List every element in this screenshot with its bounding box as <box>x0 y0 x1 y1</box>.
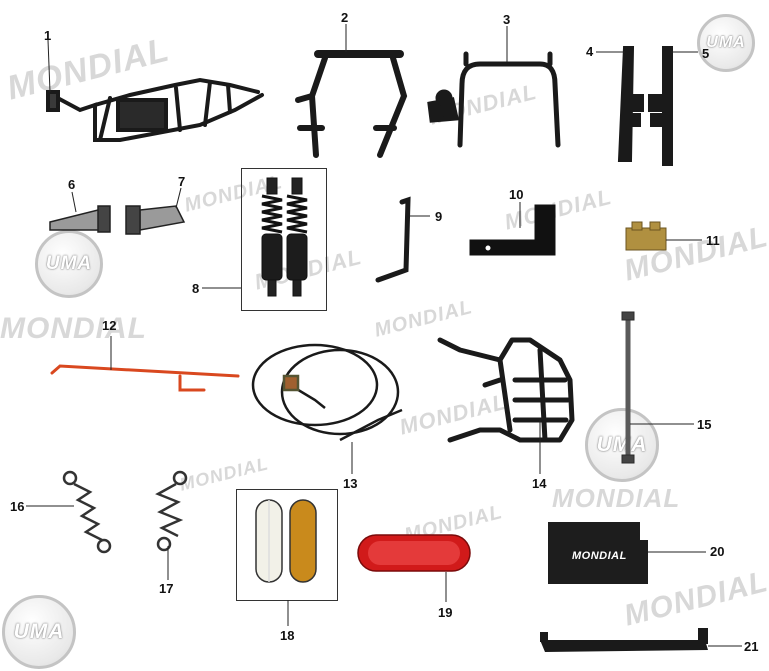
callout-19: 19 <box>438 605 453 620</box>
callout-2: 2 <box>341 10 349 25</box>
part-9-rod <box>375 196 411 283</box>
part-8-frame <box>241 168 327 311</box>
license-plate-brand: MONDIAL <box>572 550 627 562</box>
part-21-rail <box>540 628 708 652</box>
part-18-reflectors <box>255 499 317 583</box>
callout-17: 17 <box>159 581 174 596</box>
callout-4: 4 <box>586 44 594 59</box>
callout-13: 13 <box>343 476 358 491</box>
callout-15: 15 <box>697 417 712 432</box>
part-18-frame <box>236 489 338 601</box>
part-6-footrest <box>49 205 111 233</box>
callout-14: 14 <box>532 476 547 491</box>
callout-5: 5 <box>702 46 710 61</box>
callout-11: 11 <box>706 233 720 248</box>
uma-logo: UMA <box>697 14 755 72</box>
uma-logo: UMA <box>2 595 76 669</box>
part-4-bracket <box>617 46 644 162</box>
part-8-shocks <box>261 177 308 297</box>
part-14-rack <box>437 337 575 443</box>
part-13-cable <box>251 343 403 442</box>
uma-logo: UMA <box>35 230 103 298</box>
uma-logo: UMA <box>585 408 659 482</box>
callout-9: 9 <box>435 209 443 224</box>
part-19-tail-light <box>357 534 471 572</box>
watermark-mondial: MONDIAL <box>0 312 147 345</box>
part-17-spring <box>155 470 188 552</box>
callout-10: 10 <box>509 187 524 202</box>
part-5-bracket <box>648 46 673 166</box>
callout-16: 16 <box>10 499 25 514</box>
part-16-spring <box>62 470 112 554</box>
callout-8: 8 <box>192 281 200 296</box>
part-11-clip <box>625 221 667 251</box>
callout-6: 6 <box>68 177 76 192</box>
part-3-u-frame <box>427 51 561 148</box>
callout-7: 7 <box>178 174 186 189</box>
callout-12: 12 <box>102 318 117 333</box>
part-10-bracket <box>469 204 556 256</box>
part-2-center-stand <box>295 50 408 158</box>
callout-20: 20 <box>710 544 725 559</box>
callout-3: 3 <box>503 12 511 27</box>
part-1-frame-chassis <box>46 77 264 142</box>
callout-21: 21 <box>744 639 759 654</box>
part-15-axle <box>621 311 635 464</box>
callout-1: 1 <box>44 28 52 43</box>
leader-lines <box>26 24 742 647</box>
part-12-kickstand <box>50 364 240 392</box>
part-20-license-plate <box>548 522 648 584</box>
callout-18: 18 <box>280 628 295 643</box>
part-7-footrest <box>125 205 186 235</box>
watermark-mondial: MONDIAL <box>552 483 681 513</box>
